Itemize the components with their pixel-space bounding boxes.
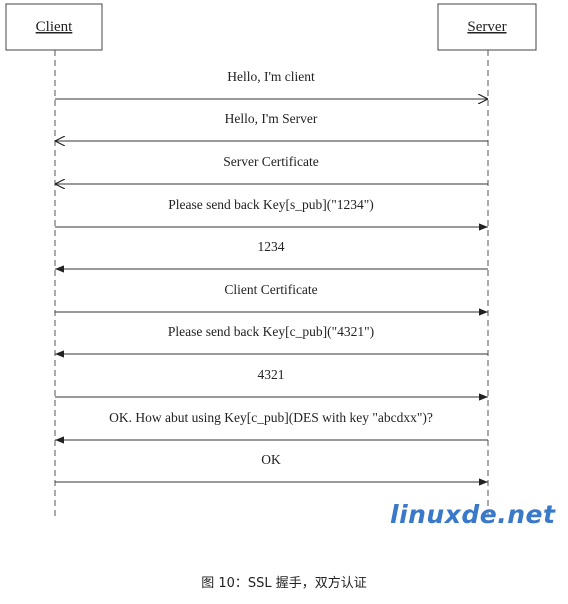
message-label: Hello, I'm client [227,69,315,84]
figure-caption: 图 10：SSL 握手，双方认证 [201,576,367,591]
message-3: Server Certificate [55,154,488,184]
message-label: Client Certificate [224,282,317,297]
message-8: 4321 [55,367,488,401]
message-4: Please send back Key[s_pub]("1234") [55,197,488,231]
actor-box-client [5,3,103,51]
message-1: Hello, I'm client [55,69,488,99]
message-label: OK [261,452,281,467]
watermark-text: linuxde.net [390,500,556,529]
actor-box-server [437,3,537,51]
message-label: 4321 [258,367,285,382]
message-9: OK. How abut using Key[c_pub](DES with k… [55,410,488,444]
actor-client: Client [5,3,103,51]
message-label: Server Certificate [223,154,319,169]
message-label: OK. How abut using Key[c_pub](DES with k… [109,410,433,425]
message-10: OK [55,452,488,486]
message-7: Please send back Key[c_pub]("4321") [55,324,488,358]
message-label: Please send back Key[c_pub]("4321") [168,324,374,339]
actor-label-server: Server [467,19,506,35]
message-6: Client Certificate [55,282,488,316]
message-label: Hello, I'm Server [225,111,318,126]
actor-server: Server [437,3,537,51]
message-label: 1234 [258,239,285,254]
message-5: 1234 [55,239,488,273]
actor-label-client: Client [36,19,73,35]
message-label: Please send back Key[s_pub]("1234") [168,197,374,212]
message-2: Hello, I'm Server [55,111,488,141]
